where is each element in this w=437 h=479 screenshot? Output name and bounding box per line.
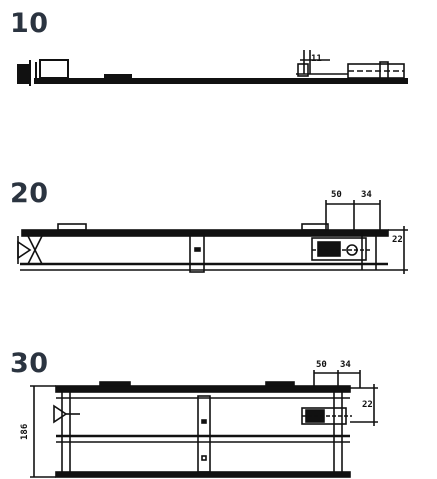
section-20: 20: [0, 170, 437, 300]
left-mount: [17, 59, 69, 86]
dimension-offset: 11: [311, 54, 322, 64]
section-title: 30: [10, 348, 49, 379]
section-30: 30: [0, 340, 437, 479]
section-title: 20: [10, 178, 49, 209]
section-title: 10: [10, 8, 49, 39]
dimension-left: 50: [331, 190, 342, 200]
dimension-right: 34: [340, 360, 351, 370]
dimension-left: 50: [316, 360, 327, 370]
dimension-side: 22: [392, 235, 403, 245]
panel-body: [34, 78, 408, 84]
bracket-type-10-drawing: 11: [17, 50, 408, 86]
bracket-type-30-drawing: 50 34 22 186: [20, 360, 378, 478]
dimension-right: 34: [361, 190, 372, 200]
right-mount: [296, 50, 405, 81]
section-10: 10 11: [0, 0, 437, 100]
bracket-type-20-drawing: 50 34 22: [17, 190, 408, 274]
dimension-height: 186: [20, 424, 30, 440]
dimension-side: 22: [362, 400, 373, 410]
